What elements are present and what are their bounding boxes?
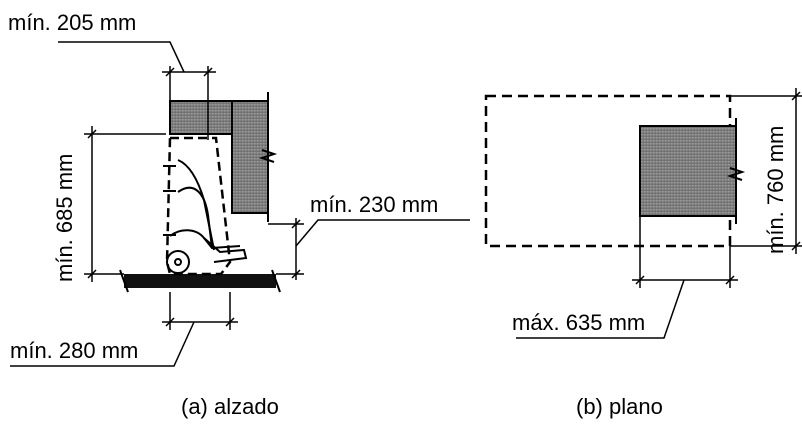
elevation-table-profile (169, 92, 278, 222)
wheelchair-icon (163, 159, 248, 274)
dim-top-205 (58, 41, 216, 140)
dim-height-685 (84, 126, 166, 282)
plan-caption: (b) plano (576, 394, 663, 419)
elevation-caption: (a) alzado (181, 394, 279, 419)
plan-table (639, 118, 746, 224)
dim-width-635 (516, 216, 738, 339)
elevation-view: mín. 205 mm mín. 685 mm mín. 230 mm (8, 10, 470, 419)
dim-depth-230 (268, 218, 470, 280)
dim-label-635: máx. 635 mm (512, 310, 645, 335)
dim-height-760 (730, 88, 802, 254)
elevation-floor (119, 269, 281, 293)
plan-view: máx. 635 mm mín. 760 mm (b) plano (484, 88, 802, 419)
dim-label-280: mín. 280 mm (10, 338, 138, 363)
dim-label-205: mín. 205 mm (8, 10, 136, 35)
dim-label-230: mín. 230 mm (310, 192, 438, 217)
plan-clear-floor-space (484, 94, 732, 248)
elevation-clearance-outline (165, 136, 232, 276)
dim-bottom-280 (10, 292, 238, 367)
dim-label-760: mín. 760 mm (763, 126, 788, 254)
dim-label-685: mín. 685 mm (52, 154, 77, 282)
